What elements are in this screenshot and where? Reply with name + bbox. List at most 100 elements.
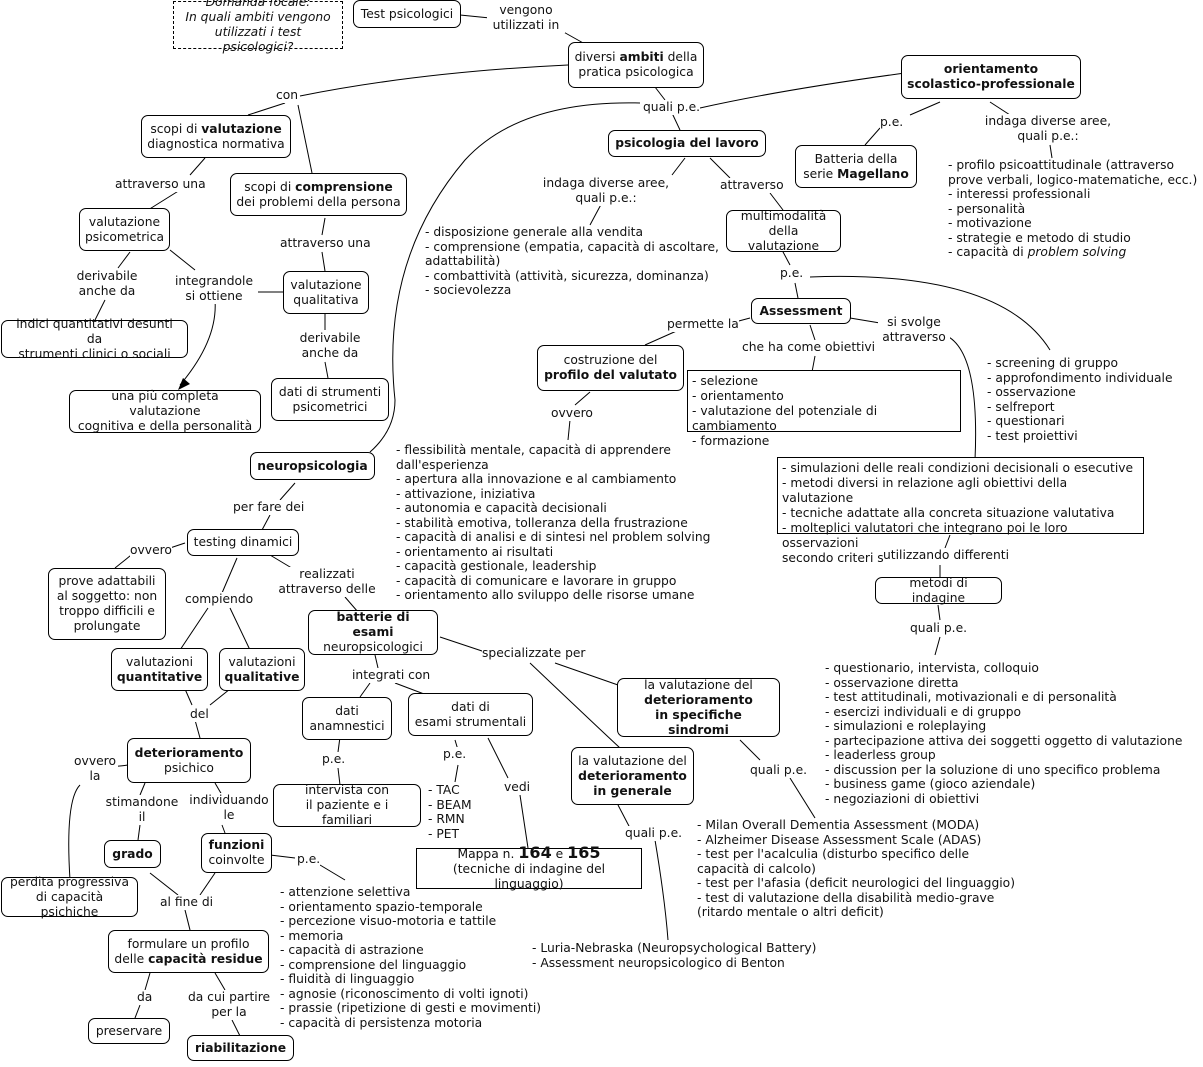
tac-item: - BEAM (428, 797, 472, 812)
node-anamnestici[interactable]: dati anamnestici (302, 697, 392, 740)
node-ambiti-line-1: diversi ambiti della (575, 50, 698, 65)
tac-item: - PET (428, 826, 460, 841)
node-perdita[interactable]: perdita progressiva di capacità psichich… (1, 875, 138, 919)
orient-item: - strategie e metodo di studio (948, 230, 1131, 245)
link-del: del (190, 707, 209, 722)
node-test-psicologici-label: Test psicologici (360, 6, 454, 21)
node-ambiti-line-2: pratica psicologica (578, 65, 694, 79)
metodi-item: - esercizi individuali e di gruppo (825, 704, 1022, 719)
screening-item: - test proiettivi (987, 428, 1078, 443)
link-attraverso-lavoro: attraverso (720, 178, 784, 193)
link-indaga-orientamento: indaga diverse aree, quali p.e.: (983, 114, 1113, 144)
link-derivabile-2: derivabile anche da (297, 331, 363, 361)
metodi-item: - partecipazione attiva dei soggetti ogg… (825, 733, 1183, 748)
node-multimodalita[interactable]: multimodalità della valutazione (726, 209, 841, 253)
metodi-item: - test attitudinali, motivazionali e di … (825, 690, 1117, 704)
node-intervista[interactable]: intervista con il paziente e i familiari (273, 783, 421, 827)
node-scopi-comprensione[interactable]: scopi di comprensione dei problemi della… (230, 173, 407, 216)
node-qualitativa[interactable]: valutazione qualitativa (283, 271, 369, 314)
node-generale[interactable]: la valutazione del deterioramento in gen… (571, 747, 694, 805)
node-qualitative[interactable]: valutazioni qualitative (219, 648, 305, 691)
link-ovvero-la-2: la (89, 769, 101, 783)
node-riabilitazione[interactable]: riabilitazione (187, 1035, 294, 1061)
node-assessment[interactable]: Assessment (751, 298, 851, 324)
link-derivabile2-1: derivabile (299, 331, 361, 345)
node-preservare[interactable]: preservare (88, 1018, 170, 1044)
node-metodi[interactable]: metodi di indagine (875, 575, 1002, 605)
node-quantitative[interactable]: valutazioni quantitative (111, 648, 208, 691)
sindromi-list: - Milan Overall Dementia Assessment (MOD… (697, 818, 1015, 920)
node-formulare[interactable]: formulare un profilo delle capacità resi… (108, 930, 269, 973)
orient-item: - profilo psicoattitudinale (attraverso (948, 158, 1175, 172)
link-realizzati-2: attraverso delle (278, 582, 376, 596)
node-neuropsicologia[interactable]: neuropsicologia (250, 452, 375, 480)
screening-item: - osservazione (987, 385, 1076, 399)
link-integrandole: integrandole si ottiene (174, 274, 254, 304)
link-indaga1-1: indaga diverse aree, (984, 114, 1112, 128)
link-pe-multimodalita: p.e. (780, 266, 804, 281)
generale-list: - Luria-Nebraska (Neuropsychological Bat… (532, 941, 816, 970)
node-orientamento-line-1: orientamento (943, 62, 1039, 76)
link-compiendo: compiendo (185, 592, 254, 607)
node-indici[interactable]: indici quantitativi desunti da strumenti… (1, 317, 188, 361)
node-grado[interactable]: grado (104, 840, 161, 868)
simulazioni-box: - simulazioni delle reali condizioni dec… (777, 457, 1144, 565)
node-metodi-label: metodi di indagine (909, 575, 968, 605)
node-test-psicologici[interactable]: Test psicologici (353, 0, 461, 28)
screening-item: - selfreport (987, 399, 1055, 414)
lavoro-item: - socievolezza (425, 283, 512, 297)
metodi-item: - discussion per la soluzione di uno spe… (825, 762, 1161, 777)
node-strumentali[interactable]: dati di esami strumentali (408, 693, 533, 736)
link-ovvero-testing: ovvero (130, 543, 172, 558)
obiettivi-item: - selezione (692, 374, 759, 388)
node-magellano-line-2: serie Magellano (803, 167, 909, 182)
node-profilo-line-1: costruzione del (563, 353, 658, 367)
focal-line-1: Domanda focale: (205, 0, 311, 9)
orientamento-list: - profilo psicoattitudinale (attraverso … (948, 158, 1197, 260)
focal-line-3: utilizzati i test psicologici? (214, 25, 302, 54)
node-funzioni[interactable]: funzioni coinvolte (201, 833, 272, 873)
link-indaga2-1: indaga diverse aree, (542, 176, 670, 190)
link-attraverso-una-2: attraverso una (280, 236, 371, 251)
orient-item: - motivazione (948, 216, 1032, 230)
link-vengono-1: vengono (499, 3, 553, 17)
tac-item: - RMN (428, 812, 465, 826)
link-da: da (137, 990, 153, 1005)
link-attraverso-una-1: attraverso una (115, 177, 206, 192)
node-quantitative-line-1: valutazioni (126, 654, 193, 669)
node-sindromi[interactable]: la valutazione del deterioramento in spe… (617, 678, 780, 737)
node-psicometrica[interactable]: valutazione psicometrica (79, 208, 170, 251)
node-mappa[interactable]: Mappa n. 164 e 165 (tecniche di indagine… (416, 845, 642, 891)
node-deterioramento[interactable]: deterioramento psichico (127, 738, 251, 783)
node-psicologia-lavoro[interactable]: psicologia del lavoro (608, 130, 766, 157)
node-profilo-valutato[interactable]: costruzione del profilo del valutato (537, 345, 684, 391)
profilo-item: - flessibilità mentale, capacità di appr… (396, 443, 671, 457)
node-qualitative-line-1: valutazioni (228, 654, 296, 669)
node-completa[interactable]: una più completa valutazione cognitiva e… (69, 389, 261, 433)
profilo-item: - orientamento ai risultati (396, 544, 554, 559)
node-ambiti[interactable]: diversi ambiti della pratica psicologica (568, 42, 704, 88)
node-testing[interactable]: testing dinamici (187, 529, 299, 556)
node-batterie[interactable]: batterie di esami neuropsicologici (308, 610, 438, 655)
node-scopi-valutazione[interactable]: scopi di valutazione diagnostica normati… (141, 115, 291, 158)
profilo-item: - attivazione, iniziativa (396, 486, 536, 501)
link-integrandole-1: integrandole (174, 274, 254, 288)
lavoro-list: - disposizione generale alla vendita - c… (425, 225, 719, 298)
sindromi-item: (ritardo mentale o altri deficit) (697, 905, 884, 919)
node-formulare-line-2: delle capacità residue (114, 952, 262, 967)
node-orientamento[interactable]: orientamento scolastico-professionale (901, 55, 1081, 99)
profilo-item: - apertura alla innovazione e al cambiam… (396, 472, 677, 486)
metodi-list: - questionario, intervista, colloquio - … (825, 661, 1182, 806)
node-magellano[interactable]: Batteria della serie Magellano (795, 145, 917, 188)
simulazioni-item: - metodi diversi in relazione agli obiet… (782, 476, 1068, 505)
link-indaga2-2: quali p.e.: (575, 191, 637, 205)
node-dati-strumenti[interactable]: dati di strumenti psicometrici (271, 378, 389, 421)
funzioni-list: - attenzione selettiva - orientamento sp… (280, 885, 541, 1030)
node-prove[interactable]: prove adattabili al soggetto: non troppo… (48, 568, 166, 640)
node-mappa-line-2: (tecniche di indagine del linguaggio) (452, 862, 606, 891)
sindromi-item: - test per l'acalculia (disturbo specifi… (697, 847, 970, 861)
node-psicometrica-line-1: valutazione (88, 214, 161, 229)
node-prove-line-4: prolungate (73, 619, 141, 633)
funzioni-item: - capacità di persistenza motoria (280, 1015, 483, 1030)
node-assessment-label: Assessment (759, 303, 843, 318)
